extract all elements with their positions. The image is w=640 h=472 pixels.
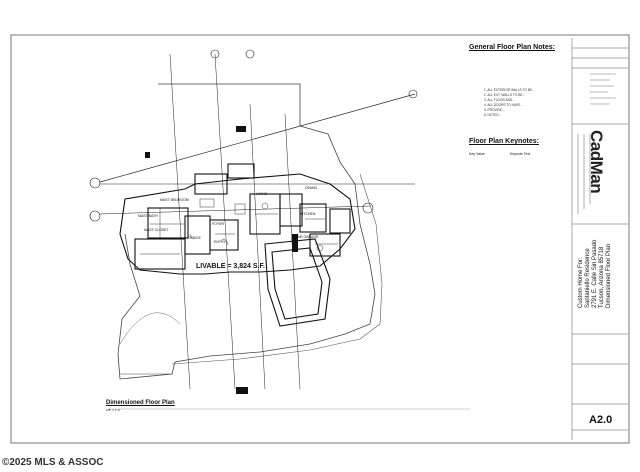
room-label-bedroom: MAST BEDROOM — [160, 198, 189, 202]
plan-scale: 1/8" = 1'-0" — [106, 408, 121, 412]
livable-area-label: LIVABLE = 3,824 S.F. — [196, 263, 265, 270]
note-item: 2. ALL EXT. WALLS TO BE... — [484, 93, 526, 97]
general-notes-title: General Floor Plan Notes: — [469, 44, 555, 51]
room-label-living: LIVING — [256, 192, 268, 196]
room-label-dining: DINING — [305, 186, 318, 190]
copyright-watermark: ©2025 MLS & ASSOC — [2, 457, 104, 468]
brand-logo: CadMan — [584, 130, 612, 194]
plan-title: Dimensioned Floor Plan — [106, 400, 175, 406]
room-label-closet: MAST CLOSET — [144, 228, 169, 232]
project-line: Santaniello Residence — [585, 248, 591, 308]
room-label-foyer: FOYER — [212, 222, 225, 226]
project-line: Tucson, Arizona 85718 — [599, 246, 605, 308]
room-label-kitchen: KITCHEN — [300, 212, 316, 216]
note-item: 5. PROVIDE... — [484, 108, 505, 112]
note-item: 1. ALL EXTERIOR WALLS TO BE... — [484, 88, 535, 92]
floor-plan-drawing — [10, 34, 630, 444]
keynote-col-text: Keynote Text — [510, 152, 531, 156]
note-item: 4. ALL DOORS TO HAVE... — [484, 103, 523, 107]
keynotes-title: Floor Plan Keynotes: — [469, 138, 540, 145]
project-line: Custom Home For: — [578, 257, 584, 308]
note-item: 3. ALL FLOOR AND... — [484, 98, 515, 102]
room-label-bath: MAST BATH — [138, 214, 158, 218]
room-label-entry: ENTRY — [214, 240, 226, 244]
general-notes: 1. ALL EXTERIOR WALLS TO BE... 2. ALL EX… — [484, 88, 580, 118]
project-line: 2791 E. Calle Sin Pasado — [592, 239, 598, 308]
project-info: Custom Home For: Santaniello Residence 2… — [578, 230, 618, 310]
note-item: 6. NOTES... — [484, 113, 502, 117]
room-label-office: OFFICE — [188, 236, 201, 240]
brand-name: CadMan — [587, 130, 606, 194]
drawing-sheet: 1. ALL EXTERIOR WALLS TO BE... 2. ALL EX… — [10, 34, 630, 444]
project-line: Dimensioned Floor Plan — [606, 243, 612, 308]
room-label-garage: 3-CAR GARAGE — [292, 235, 319, 239]
sheet-number: A2.0 — [589, 414, 613, 426]
keynote-col-key: Key Value — [469, 152, 485, 156]
